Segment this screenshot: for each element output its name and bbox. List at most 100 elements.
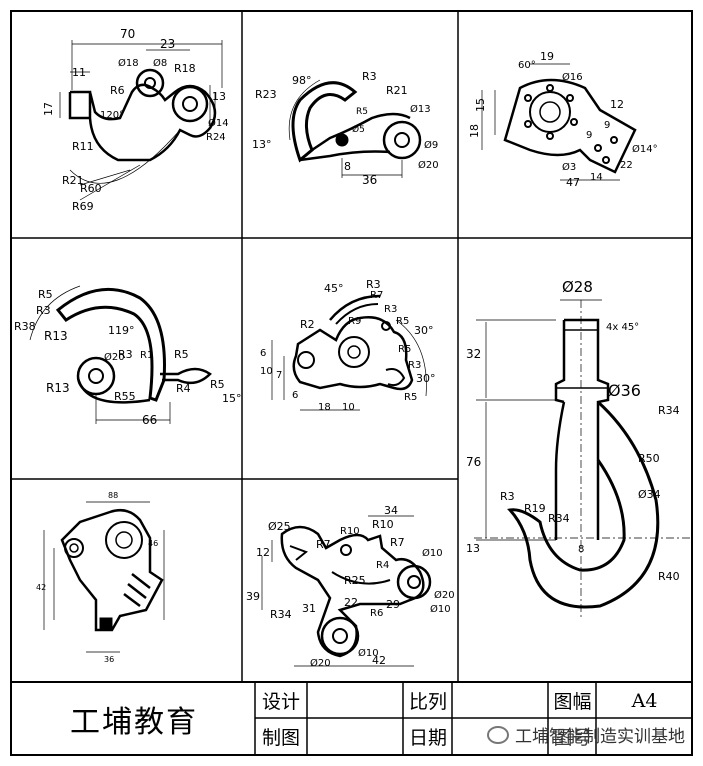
p3-dim-9: Ø3	[562, 161, 576, 173]
p2-dim-4: 13°	[252, 138, 272, 151]
p4-dim-2: R38	[14, 320, 36, 333]
p3-dim-12: 22	[620, 160, 633, 171]
panel-1-lever: 70 23 11 17 R18 Ø18 Ø8 R6 120° 13 Ø14 R2…	[42, 27, 229, 213]
p8-dim-8: R4	[376, 560, 389, 571]
panel-6-crane-hook: Ø28 4x 45° 32 Ø36 R34 76 R50 R3 R19 R34 …	[466, 278, 690, 620]
p6-dim-6: R50	[638, 452, 660, 465]
p8-dim-9: R25	[344, 574, 366, 587]
p8-dim-6: R7	[390, 536, 405, 549]
p8-dim-12: 31	[302, 602, 316, 615]
date-label: 日期	[408, 727, 447, 749]
p1-dim-14: R60	[80, 182, 102, 195]
panel-4-arc-arm: R5 R3 R38 R13 119° Ø20 R3 R1 R5 R13 R55 …	[14, 285, 242, 427]
p5-dim-9: 30°	[416, 372, 436, 385]
p6-dim-2: 32	[466, 347, 481, 361]
p5-dim-5: R5	[396, 316, 409, 327]
p5-dim-13: 10	[260, 366, 273, 377]
panel-3-plate: 60° 19 Ø16 15 18 12 9 Ø14° 9 Ø3 47 14 22	[468, 50, 658, 189]
p1-dim-8: 120°	[100, 110, 124, 121]
p5-dim-6: 30°	[414, 324, 434, 337]
p5-dim-1: 45°	[324, 282, 344, 295]
p3-dim-1: 19	[540, 50, 554, 63]
design-label: 设计	[261, 691, 300, 713]
p8-dim-13: 22	[344, 596, 358, 609]
panel-7-bracket: 88 46 42 36	[36, 491, 165, 664]
p1-dim-3: 17	[42, 102, 55, 116]
p6-dim-4: R34	[658, 404, 680, 417]
p8-dim-15: R6	[370, 608, 383, 619]
p5-dim-2: R7	[370, 290, 383, 301]
p1-dim-13: R21	[62, 174, 84, 187]
p4-dim-12: R5	[210, 378, 225, 391]
format-value: A4	[631, 689, 658, 712]
p8-dim-11: R34	[270, 608, 292, 621]
p4-dim-9: R13	[46, 381, 70, 395]
p4-dim-13: 15°	[222, 392, 242, 405]
p4-dim-4: 119°	[108, 324, 135, 337]
p5-dim-16: 18	[318, 402, 331, 413]
p8-dim-2: R10	[372, 518, 394, 531]
p8-dim-20: Ø10	[358, 647, 379, 659]
p6-dim-13: R40	[658, 570, 680, 583]
p6-dim-1: 4x 45°	[606, 322, 639, 333]
p4-dim-0: R5	[38, 288, 53, 301]
panel-8-link: Ø25 34 R10 12 R7 R10 R7 Ø10 R4 R25 39 R3…	[246, 504, 455, 669]
watermark-text: 工埔智能制造实训基地	[515, 727, 685, 747]
p3-dim-7: Ø14°	[632, 143, 658, 155]
p3-dim-10: 47	[566, 176, 580, 189]
sheet-label: 图号	[553, 727, 592, 749]
p4-dim-7: R1	[140, 350, 153, 361]
p3-dim-4: 18	[468, 124, 481, 138]
p5-dim-0: R3	[366, 278, 381, 291]
p3-dim-3: 15	[474, 98, 487, 112]
p8-dim-19: Ø20	[310, 657, 331, 669]
p8-dim-7: Ø10	[422, 547, 443, 559]
p1-dim-6: Ø8	[153, 57, 167, 69]
p8-dim-17: Ø20	[434, 589, 455, 601]
company-name: 工埔教育	[70, 705, 198, 740]
p2-dim-9: Ø20	[418, 159, 439, 171]
p2-dim-2: R3	[362, 70, 377, 83]
draw-label: 制图	[261, 727, 300, 749]
p6-dim-11: 13	[466, 542, 480, 555]
p2-dim-8: Ø9	[424, 139, 438, 151]
watermark: 工埔智能制造实训基地	[487, 722, 685, 747]
p6-dim-9: R34	[548, 512, 570, 525]
p1-dim-11: R24	[206, 132, 226, 143]
p3-dim-2: Ø16	[562, 71, 583, 83]
p2-dim-7: Ø13	[410, 103, 431, 115]
p7-dim-2: 42	[36, 583, 46, 592]
p1-dim-4: R18	[174, 62, 196, 75]
p6-dim-10: Ø34	[638, 488, 661, 501]
p5-dim-8: R5	[398, 344, 411, 355]
p6-dim-8: R19	[524, 502, 546, 515]
p5-dim-3: R3	[384, 304, 397, 315]
title-block-grid	[254, 682, 692, 755]
p2-dim-3: R21	[386, 84, 408, 97]
p3-dim-8: 9	[586, 130, 592, 141]
p8-dim-10: 39	[246, 590, 260, 603]
p2-dim-11: 8	[344, 160, 351, 173]
wechat-icon	[487, 725, 509, 744]
p5-dim-15: 6	[292, 390, 298, 401]
p2-dim-5: R5	[356, 107, 368, 117]
panel-5-cam-plate: R3 45° R7 R3 R2 R5 30° R9 R5 30° R3 R5 6…	[260, 278, 436, 413]
p3-dim-5: 12	[610, 98, 624, 111]
p3-dim-11: 14	[590, 172, 603, 183]
p4-dim-8: R5	[174, 348, 189, 361]
p8-dim-5: R10	[340, 526, 360, 537]
p2-dim-10: 36	[362, 173, 377, 187]
p2-dim-6: Ø5	[352, 124, 365, 135]
p7-dim-0: 88	[108, 491, 118, 500]
p8-dim-3: 12	[256, 546, 270, 559]
format-label: 图幅	[553, 691, 592, 713]
p8-dim-14: 29	[386, 598, 400, 611]
p1-dim-7: R6	[110, 84, 125, 97]
p4-dim-3: R13	[44, 329, 68, 343]
p3-dim-6: 9	[604, 120, 610, 131]
p4-dim-5: Ø20	[104, 351, 125, 363]
scale-label: 比列	[408, 691, 447, 713]
p5-dim-11: R5	[404, 392, 417, 403]
p2-dim-0: 98°	[292, 74, 312, 87]
p7-dim-3: 36	[104, 655, 114, 664]
